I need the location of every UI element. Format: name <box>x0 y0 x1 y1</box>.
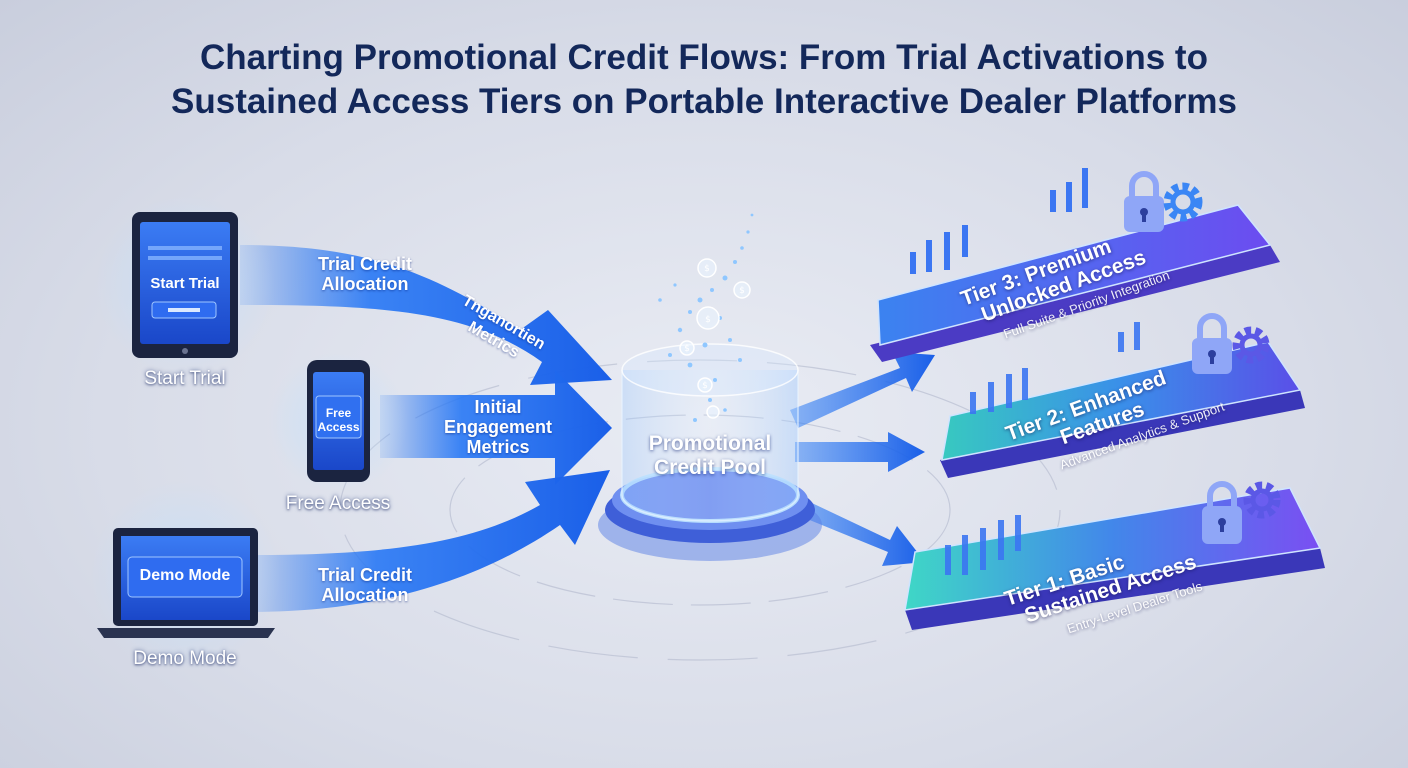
tablet-screen-text: Start Trial <box>150 275 220 292</box>
svg-text:$: $ <box>705 315 711 325</box>
flow-arrow-out-tier3 <box>790 352 935 428</box>
flow-label-top-line-1: Trial Credit <box>317 254 413 274</box>
svg-text:$: $ <box>684 344 690 354</box>
flow-arrow-bottom <box>250 470 610 612</box>
bar-chart-icon <box>970 322 1140 414</box>
flow-label-bottom-line-2: Allocation <box>321 585 409 605</box>
bar-chart-icon <box>910 168 1088 274</box>
dollar-glyphs: $ $ $ $ $ <box>684 264 745 391</box>
lock-icon <box>1202 481 1242 544</box>
gear-icon <box>1243 481 1281 519</box>
laptop-screen-text: Demo Mode <box>139 567 231 584</box>
gear-icon <box>1232 326 1270 364</box>
phone-screen-text: Free Access <box>316 406 361 434</box>
flow-label-bottom-line-1: Trial Credit <box>317 565 413 585</box>
flow-label-middle-line-3: Metrics <box>466 437 530 457</box>
flow-label-top: Trial Credit Allocation <box>290 254 440 294</box>
credit-pool <box>598 343 822 561</box>
tier-3-slab <box>870 204 1280 362</box>
credit-pool-label: Promotional Credit Pool <box>622 432 798 480</box>
flow-arrow-middle <box>380 370 612 485</box>
start-trial-caption: Start Trial <box>144 368 226 389</box>
title-line-1: Charting Promotional Credit Flows: From … <box>200 38 1208 77</box>
credit-pool-line-1: Promotional <box>648 432 772 455</box>
svg-text:$: $ <box>702 381 708 391</box>
bar-chart-icon <box>945 515 1021 575</box>
lock-icon <box>1192 313 1232 374</box>
flow-arrow-top <box>240 245 612 385</box>
title-line-2: Sustained Access Tiers on Portable Inter… <box>171 82 1237 121</box>
flow-arrow-out-tier2 <box>795 432 925 472</box>
demo-mode-caption: Demo Mode <box>133 648 237 669</box>
dollar-coin-icon <box>679 258 751 419</box>
gear-icon <box>1163 182 1203 222</box>
phone-screen-line-2: Access <box>317 420 360 434</box>
phone-icon <box>268 352 408 492</box>
svg-text:$: $ <box>739 286 745 296</box>
diagram-title: Charting Promotional Credit Flows: From … <box>0 36 1408 124</box>
free-access-caption: Free Access <box>285 493 391 514</box>
flow-label-middle: Initial Engagement Metrics <box>418 397 578 457</box>
credit-pool-line-2: Credit Pool <box>653 456 766 479</box>
tablet-icon <box>95 195 275 375</box>
flow-arrow-out-tier1 <box>790 495 925 566</box>
flow-label-middle-line-2: Engagement <box>443 417 553 437</box>
flow-label-bottom: Trial Credit Allocation <box>290 565 440 605</box>
phone-screen-line-1: Free <box>325 406 352 420</box>
floor-rings <box>339 359 1061 661</box>
flow-label-top-line-2: Allocation <box>321 274 409 294</box>
flow-label-middle-line-1: Initial <box>474 397 522 417</box>
svg-text:$: $ <box>704 264 710 274</box>
lock-icon <box>1124 171 1164 232</box>
particle-swirl <box>658 213 754 422</box>
laptop-icon <box>90 480 280 670</box>
